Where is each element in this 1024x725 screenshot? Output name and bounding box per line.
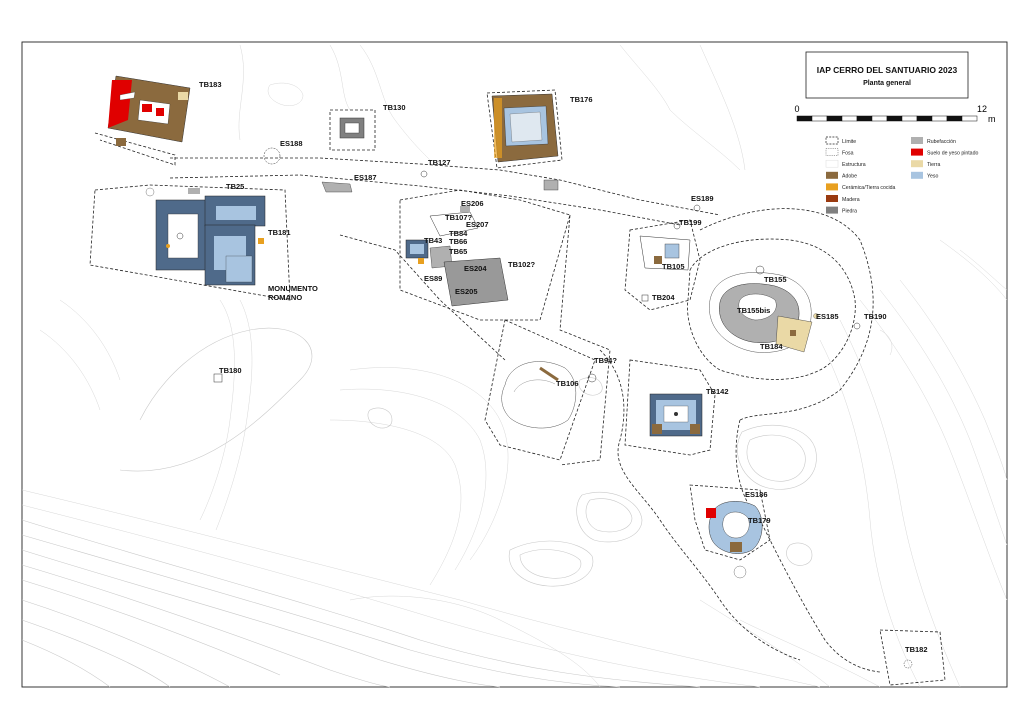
label-es187: ES187 — [354, 173, 377, 182]
label-tb66: TB66 — [449, 237, 467, 246]
label-tb25: TB25 — [226, 182, 244, 191]
label-es189: ES189 — [691, 194, 714, 203]
minor-features — [213, 147, 913, 669]
legend-label: Suelo de yeso pintado — [927, 150, 978, 156]
scale-end: 12 — [977, 104, 987, 114]
legend-swatch — [825, 148, 839, 156]
label-romano: ROMANO — [268, 293, 302, 302]
label-tb179: TB179 — [748, 516, 771, 525]
structure-tb176[interactable] — [491, 93, 559, 163]
structure-tb106[interactable] — [501, 361, 577, 429]
label-tb106: TB106 — [556, 379, 579, 388]
legend-swatch — [826, 171, 838, 179]
legend-swatch — [826, 195, 838, 202]
label-tb183: TB183 — [199, 80, 222, 89]
label-es188: ES188 — [280, 139, 303, 148]
label-tb130: TB130 — [383, 103, 406, 112]
legend-label: Cerámica/Tierra cocida — [842, 185, 896, 191]
label-tb184: TB184 — [760, 342, 783, 351]
label-tb181: TB181 — [268, 228, 291, 237]
legend-swatch — [911, 160, 923, 168]
label-tb204: TB204 — [652, 293, 675, 302]
legend-label: Fosa — [842, 150, 854, 156]
label-tb84: TB84 — [449, 229, 468, 238]
scale-segment — [916, 115, 933, 122]
scale-segment — [856, 115, 873, 122]
label-tb102: TB102? — [508, 260, 536, 269]
label-tb199: TB199 — [679, 218, 702, 227]
label-tb176: TB176 — [570, 95, 593, 104]
scale-start: 0 — [794, 104, 799, 114]
label-tb43: TB43 — [424, 236, 442, 245]
label-tb105: TB105 — [662, 262, 685, 271]
label-es89: ES89 — [424, 274, 442, 283]
structure-tb179[interactable] — [706, 501, 763, 579]
label-tb65: TB65 — [449, 247, 467, 256]
scale-segment — [901, 115, 918, 122]
structure-tb43-group[interactable] — [405, 206, 509, 307]
label-tb155bis: TB155bis — [737, 306, 770, 315]
structure-tb155[interactable] — [709, 265, 819, 353]
label-es206: ES206 — [461, 199, 484, 208]
structure-tb183[interactable] — [107, 75, 191, 146]
legend-label: Adobe — [842, 174, 857, 180]
scale-segment — [811, 115, 828, 122]
scale-unit: m — [988, 114, 996, 124]
legend-swatch — [825, 136, 839, 145]
title-block: IAP CERRO DEL SANTUARIO 2023 Planta gene… — [805, 51, 969, 99]
topographic-contours — [21, 44, 1008, 688]
legend-swatch — [911, 171, 923, 179]
scale-segment — [946, 115, 963, 122]
label-tb180: TB180 — [219, 366, 242, 375]
legend-label: Yeso — [927, 174, 938, 180]
legend-swatch — [826, 206, 838, 214]
legend-swatch — [911, 137, 923, 144]
scale-segment — [931, 115, 948, 122]
label-tb190: TB190 — [864, 312, 887, 321]
label-tb182: TB182 — [905, 645, 928, 654]
scale-segment — [886, 115, 903, 122]
excavation-limits — [89, 89, 946, 686]
label-es204: ES204 — [464, 264, 487, 273]
legend: LímiteFosaEstructuraAdobeCerámica/Tierra… — [825, 136, 978, 214]
label-tb107: TB107? — [445, 213, 473, 222]
scale-segment — [826, 115, 843, 122]
feature-labels: TB183 TB130 TB176 ES188 TB127 ES187 TB25… — [199, 80, 928, 654]
scale-segment — [961, 115, 978, 122]
legend-label: Madera — [842, 197, 860, 203]
label-tb155: TB155 — [764, 275, 787, 284]
label-es205: ES205 — [455, 287, 478, 296]
label-es207: ES207 — [466, 220, 489, 229]
legend-swatch — [826, 183, 838, 191]
structure-tb105[interactable] — [639, 222, 691, 302]
legend-label: Rubefacción — [927, 139, 956, 145]
legend-swatch — [911, 148, 923, 156]
structure-tb130[interactable] — [339, 117, 365, 139]
legend-label: Piedra — [842, 208, 857, 214]
label-tb142: TB142 — [706, 387, 729, 396]
legend-label: Tierra — [927, 162, 940, 168]
label-es186: ES186 — [745, 490, 768, 499]
scale-segment — [841, 115, 858, 122]
scale-bar: 0 12 m — [794, 104, 995, 124]
legend-label: Límite — [842, 139, 856, 145]
legend-swatch — [825, 159, 839, 168]
scale-segment — [796, 115, 813, 122]
scale-segment — [871, 115, 888, 122]
label-monumento: MONUMENTO — [268, 284, 318, 293]
structure-tb25-monumento-romano[interactable] — [145, 187, 266, 286]
legend-label: Estructura — [842, 162, 866, 168]
label-es185: ES185 — [816, 312, 839, 321]
label-tb127: TB127 — [428, 158, 451, 167]
map-title: IAP CERRO DEL SANTUARIO 2023 — [817, 65, 958, 75]
label-tb94: TB94? — [594, 356, 617, 365]
map-subtitle: Planta general — [863, 80, 911, 87]
structure-tb142[interactable] — [649, 393, 703, 437]
